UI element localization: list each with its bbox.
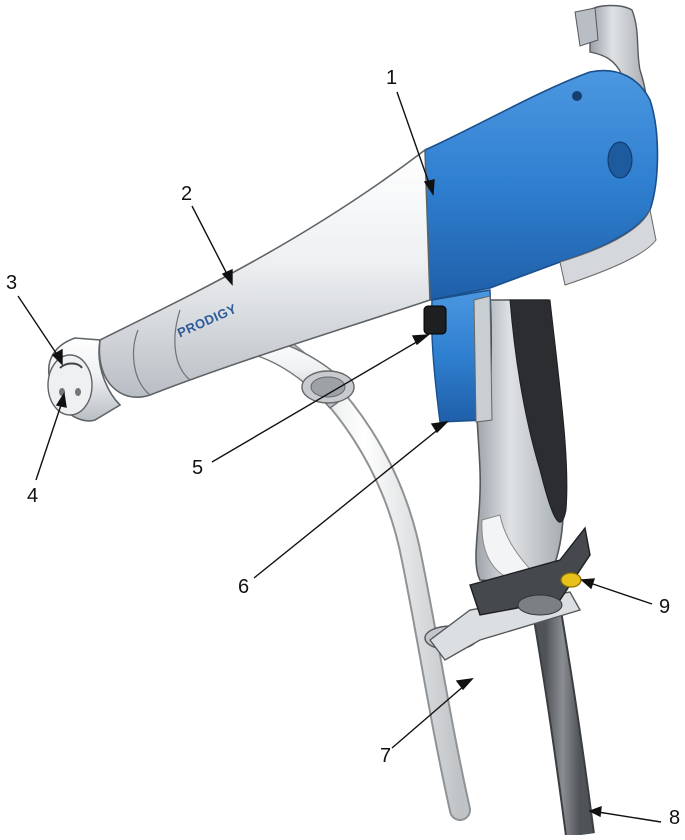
callout-1: 1 — [386, 67, 398, 89]
trigger-lock — [423, 305, 447, 335]
indicator-led — [560, 572, 582, 588]
callout-8: 8 — [669, 807, 681, 829]
callout-2: 2 — [181, 183, 193, 205]
leader-lines — [17, 91, 662, 823]
nozzle-tip — [47, 354, 93, 416]
callout-4: 4 — [27, 485, 39, 507]
callout-3: 3 — [6, 272, 18, 294]
barrel — [98, 148, 431, 398]
powder-hose — [257, 327, 471, 821]
gun-body — [424, 69, 659, 301]
callout-5: 5 — [192, 457, 204, 479]
callout-7: 7 — [380, 745, 392, 767]
callout-6: 6 — [238, 576, 250, 598]
callout-9: 9 — [659, 596, 671, 618]
brand-badge — [607, 141, 633, 179]
